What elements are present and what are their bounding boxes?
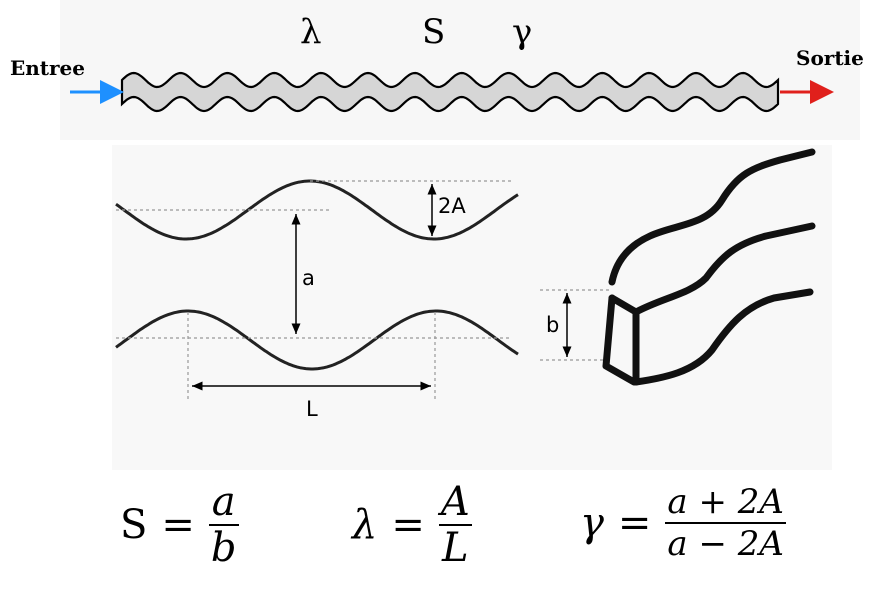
formula-gamma: γ = a + 2A a − 2A (580, 482, 786, 564)
inlet-label: Entree (10, 56, 86, 80)
formula-gamma-equals: = (617, 500, 652, 546)
section-reference-lines (540, 289, 610, 361)
formula-lambda-equals: = (391, 502, 425, 548)
formula-s-numerator: a (211, 479, 236, 525)
depth-label: b (546, 313, 560, 337)
amplitude-label: 2A (438, 194, 466, 218)
s-label: S (422, 12, 446, 52)
lower-wall-profile (115, 309, 519, 371)
formula-lambda-numerator: A (440, 479, 470, 525)
formula-gamma-bar (665, 522, 786, 524)
lambda-label: λ (300, 12, 322, 52)
formula-lambda-denominator: L (442, 525, 469, 571)
formula-s-bar (208, 524, 239, 526)
gap-label: a (302, 266, 315, 290)
formula-s-lhs: S (120, 502, 148, 548)
wavy-channel (120, 71, 780, 113)
formula-lambda-lhs: λ (352, 502, 378, 548)
formula-lambda-bar (438, 524, 472, 526)
formula-s-equals: = (161, 502, 195, 548)
formula-gamma-lhs: γ (580, 500, 604, 546)
formula-s-denominator: b (210, 525, 237, 571)
geometry-panel-bg (112, 145, 832, 470)
formula-s: S = a b (120, 480, 239, 570)
formula-s-fraction: a b (208, 479, 239, 571)
formula-gamma-denominator: a − 2A (667, 524, 784, 564)
gamma-label: γ (512, 12, 533, 52)
channel-panel-bg (60, 0, 860, 140)
formula-lambda: λ = A L (352, 480, 472, 570)
channel-3d-section (602, 148, 816, 386)
formula-gamma-fraction: a + 2A a − 2A (665, 482, 786, 564)
formula-lambda-fraction: A L (438, 479, 472, 571)
wavelength-label: L (306, 397, 318, 421)
reference-lines (116, 180, 512, 402)
outlet-label: Sortie (796, 46, 864, 70)
formula-gamma-numerator: a + 2A (667, 482, 784, 522)
